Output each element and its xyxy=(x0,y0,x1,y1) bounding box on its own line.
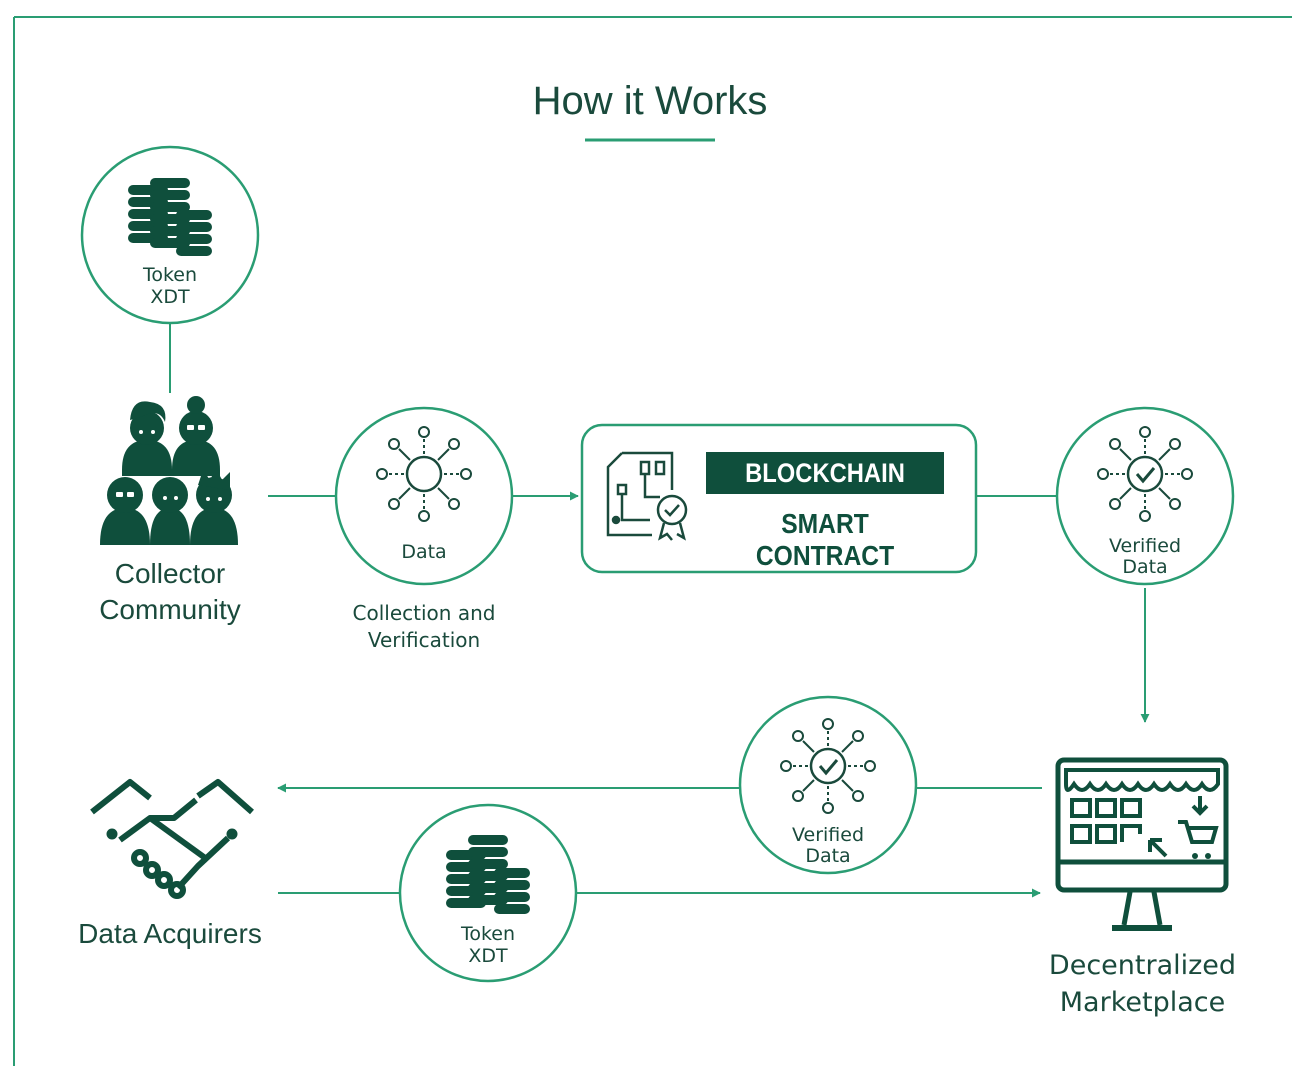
handshake-icon xyxy=(90,779,254,899)
blockchain-title: BLOCKCHAIN xyxy=(745,458,905,488)
marketplace-line1: Decentralized xyxy=(1048,950,1237,981)
smart-contract-icon xyxy=(606,451,688,541)
collector-line2: Community xyxy=(99,594,241,626)
collection-verification-caption: Collection and Verification xyxy=(324,602,524,652)
verified-bottom-line2: Data xyxy=(805,844,851,867)
people-icon xyxy=(100,396,238,545)
token-bottom-line2: XDT xyxy=(468,944,508,967)
cart-wheels xyxy=(1192,853,1211,859)
verified-bottom-label: Verified Data xyxy=(768,825,888,867)
verified-top-line1: Verified xyxy=(1108,535,1182,557)
verified-top-label: Verified Data xyxy=(1085,536,1205,578)
data-label: Data xyxy=(401,541,447,563)
caption-line2: Verification xyxy=(367,628,481,652)
token-top-line2: XDT xyxy=(150,285,190,308)
verified-hub-icon xyxy=(780,718,876,814)
marketplace-line2: Marketplace xyxy=(1059,987,1226,1019)
data-acquirers-label: Data Acquirers xyxy=(78,918,262,949)
token-top-line1: Token xyxy=(142,264,198,286)
page-title: How it Works xyxy=(532,79,768,123)
frame xyxy=(13,16,1292,1066)
verified-bottom-line1: Verified xyxy=(791,824,865,846)
verified-top-line2: Data xyxy=(1122,555,1168,578)
data-hub-icon xyxy=(376,426,472,522)
token-top-label: Token XDT xyxy=(110,264,230,309)
coins-icon xyxy=(128,178,212,256)
caption-line1: Collection and xyxy=(352,601,496,625)
coins-icon xyxy=(446,835,530,914)
marketplace-monitor-icon xyxy=(1055,757,1229,931)
verified-hub-icon xyxy=(1097,426,1193,522)
token-bottom-label: Token XDT xyxy=(428,923,548,968)
smart-contract-label: SMART CONTRACT xyxy=(755,508,895,571)
collector-line1: Collector xyxy=(114,558,226,589)
collector-community-label: Collector Community xyxy=(60,558,280,626)
marketplace-label: Decentralized Marketplace xyxy=(1010,950,1275,1018)
blockchain-banner xyxy=(706,452,944,494)
token-bottom-line1: Token xyxy=(460,923,516,945)
verified-bottom-circle xyxy=(738,695,918,875)
connectors xyxy=(169,308,1150,898)
